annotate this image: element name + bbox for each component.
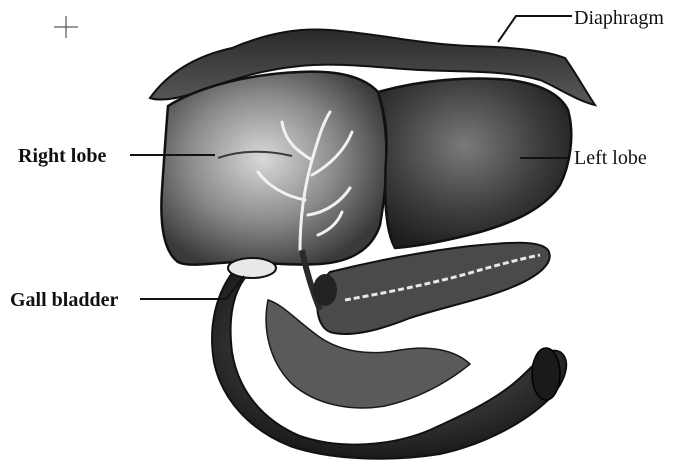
- intestine-opening: [532, 348, 560, 400]
- label-diaphragm: Diaphragm: [574, 8, 664, 28]
- leader-diaphragm: [498, 16, 572, 42]
- left-lobe-shape: [378, 79, 571, 249]
- ampulla: [313, 274, 337, 306]
- label-right-lobe: Right lobe: [18, 146, 106, 166]
- crosshair-mark: [54, 16, 78, 38]
- right-lobe-shape: [161, 72, 386, 265]
- label-left-lobe: Left lobe: [574, 148, 647, 168]
- gall-bladder-shape: [228, 258, 276, 278]
- label-gall-bladder: Gall bladder: [10, 290, 118, 310]
